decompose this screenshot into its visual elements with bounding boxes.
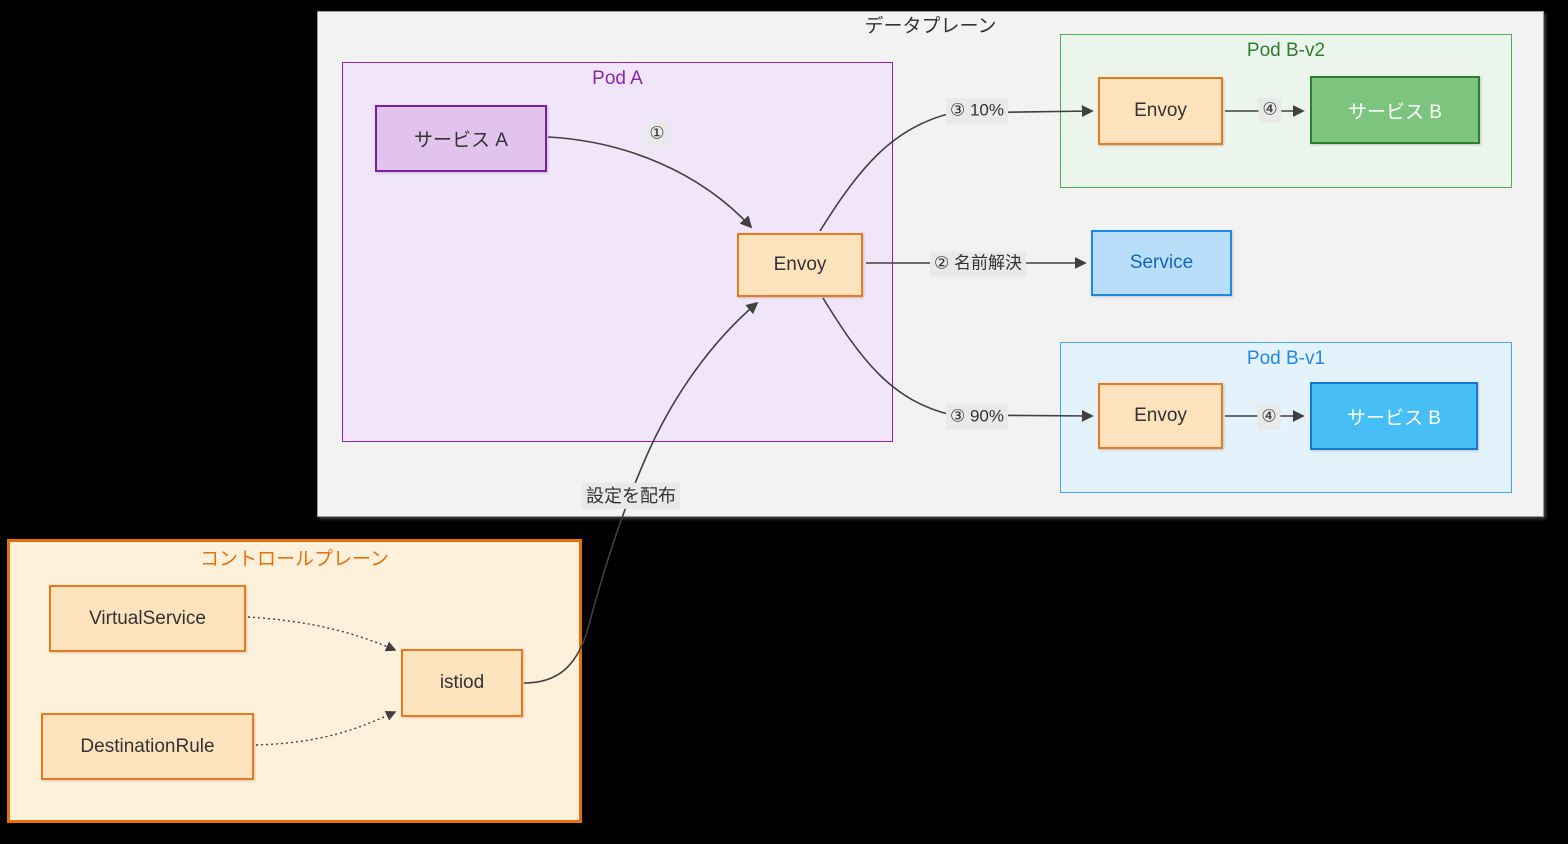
edge-label-distribute-config: 設定を配布 <box>582 482 680 510</box>
node-service-label: Service <box>1129 252 1194 273</box>
edge-envoy-a-to-envoy-b-v2 <box>819 105 1094 232</box>
node-destinationrule-label: DestinationRule <box>80 735 215 757</box>
node-service-b-v1: サービス B <box>1310 382 1478 450</box>
node-envoy-pod-a-label: Envoy <box>773 254 827 275</box>
node-envoy-pod-b-v1: Envoy <box>1098 383 1223 449</box>
node-istiod-label: istiod <box>439 672 485 693</box>
edge-label-step2-name-resolution: ② 名前解決 <box>930 251 1026 277</box>
node-virtualservice-label: VirtualService <box>89 607 206 629</box>
cluster-pod-b-v2-title: Pod B-v2 <box>1246 40 1326 61</box>
node-service: Service <box>1091 230 1232 296</box>
node-service-a: サービス A <box>375 105 547 172</box>
cluster-data-plane-title: データプレーン <box>864 16 997 37</box>
node-virtualservice: VirtualService <box>49 585 246 652</box>
edge-virtualservice-to-istiod <box>247 616 397 652</box>
node-envoy-pod-b-v2-label: Envoy <box>1134 100 1187 121</box>
cluster-pod-a-title: Pod A <box>592 68 643 89</box>
node-service-b-v2: サービス B <box>1310 76 1480 144</box>
node-service-b-v1-label: サービス B <box>1347 407 1441 429</box>
edge-label-step1: ① <box>645 121 669 147</box>
node-service-a-label: サービス A <box>414 130 508 151</box>
node-envoy-pod-b-v1-label: Envoy <box>1134 405 1187 426</box>
cluster-pod-b-v1-title: Pod B-v1 <box>1246 348 1326 369</box>
cluster-control-plane-title: コントロールプレーン <box>199 549 390 570</box>
edge-label-step3-90pct: ③ 90% <box>946 404 1008 430</box>
node-service-b-v2-label: サービス B <box>1348 101 1442 123</box>
edge-destinationrule-to-istiod <box>255 710 397 746</box>
edge-label-step4-v1: ④ <box>1257 404 1281 430</box>
edge-envoy-a-to-envoy-b-v1 <box>822 297 1094 422</box>
edge-service-a-to-envoy-a <box>547 136 753 229</box>
node-envoy-pod-b-v2: Envoy <box>1098 77 1223 145</box>
edge-istiod-to-envoy-a <box>523 301 759 684</box>
node-destinationrule: DestinationRule <box>41 713 254 780</box>
edge-label-step4-v2: ④ <box>1258 97 1282 123</box>
node-istiod: istiod <box>401 649 523 717</box>
edge-label-step3-10pct: ③ 10% <box>946 98 1008 124</box>
node-envoy-pod-a: Envoy <box>737 233 863 297</box>
